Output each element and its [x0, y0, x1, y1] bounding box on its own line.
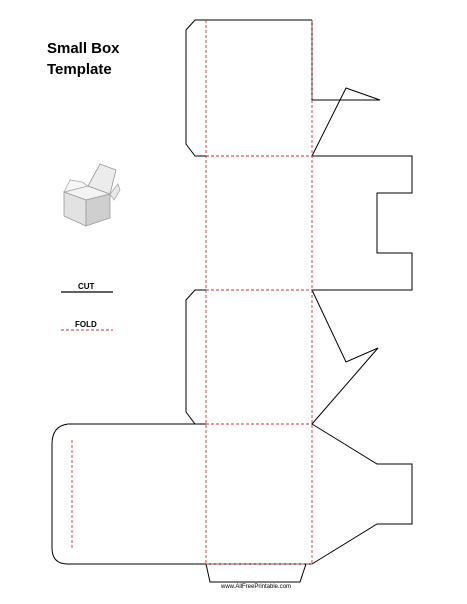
open-box-icon: [62, 163, 121, 227]
fold-lines: [71, 20, 313, 565]
cut-legend-line: [61, 291, 113, 293]
fold-legend-line: [61, 329, 113, 331]
title-line-2: Template: [47, 61, 112, 78]
cut-legend-label: CUT: [78, 282, 95, 291]
site-credit: www.AllFreePrintable.com: [221, 584, 292, 590]
title-line-1: Small Box: [47, 40, 120, 57]
page-title: Small Box Template: [47, 38, 120, 80]
fold-legend-label: FOLD: [75, 320, 97, 329]
cut-lines: [51, 19, 413, 583]
